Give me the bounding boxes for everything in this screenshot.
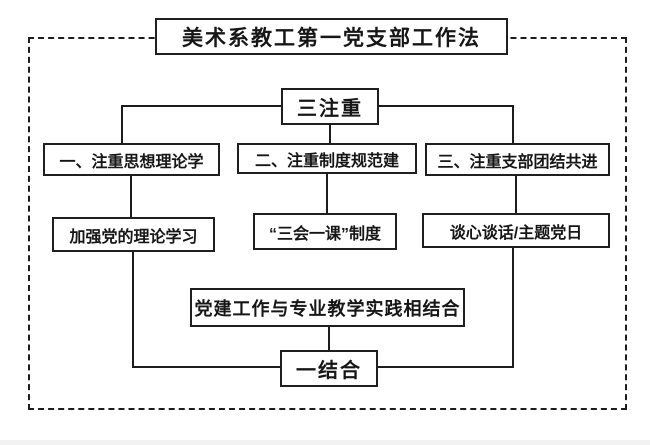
connector-top-right-vertical <box>512 105 514 145</box>
connector-top-center-vertical <box>329 124 331 145</box>
node-one-combination: 一结合 <box>280 350 378 387</box>
node-integration: 党建工作与专业教学实践相结合 <box>190 288 465 327</box>
node-detail-1: 加强党的理论学习 <box>52 217 215 252</box>
photo-bottom-edge <box>0 440 650 445</box>
connector-bottom-right-horizontal <box>377 366 514 368</box>
node-detail-3: 谈心谈话/主题党日 <box>422 213 610 248</box>
connector-bottom-left-vertical <box>132 251 134 368</box>
node-emphasis-2: 二、注重制度规范建 <box>237 143 417 174</box>
connector-col3-vertical <box>515 175 517 215</box>
connector-top-right-horizontal <box>379 105 514 107</box>
connector-top-left-vertical <box>121 105 123 145</box>
node-emphasis-3: 三、注重支部团结共进 <box>425 143 610 176</box>
connector-top-left-horizontal <box>122 105 281 107</box>
connector-integration-vertical <box>328 326 330 352</box>
node-emphasis-1: 一、注重思想理论学 <box>43 143 220 176</box>
connector-col2-vertical <box>326 173 328 215</box>
diagram-title: 美术系教工第一党支部工作法 <box>155 18 508 55</box>
node-three-emphases: 三注重 <box>281 88 379 125</box>
connector-bottom-right-vertical <box>512 247 514 368</box>
node-detail-2: “三会一课”制度 <box>253 213 397 250</box>
connector-bottom-left-horizontal <box>132 366 282 368</box>
connector-col1-vertical <box>130 175 132 219</box>
